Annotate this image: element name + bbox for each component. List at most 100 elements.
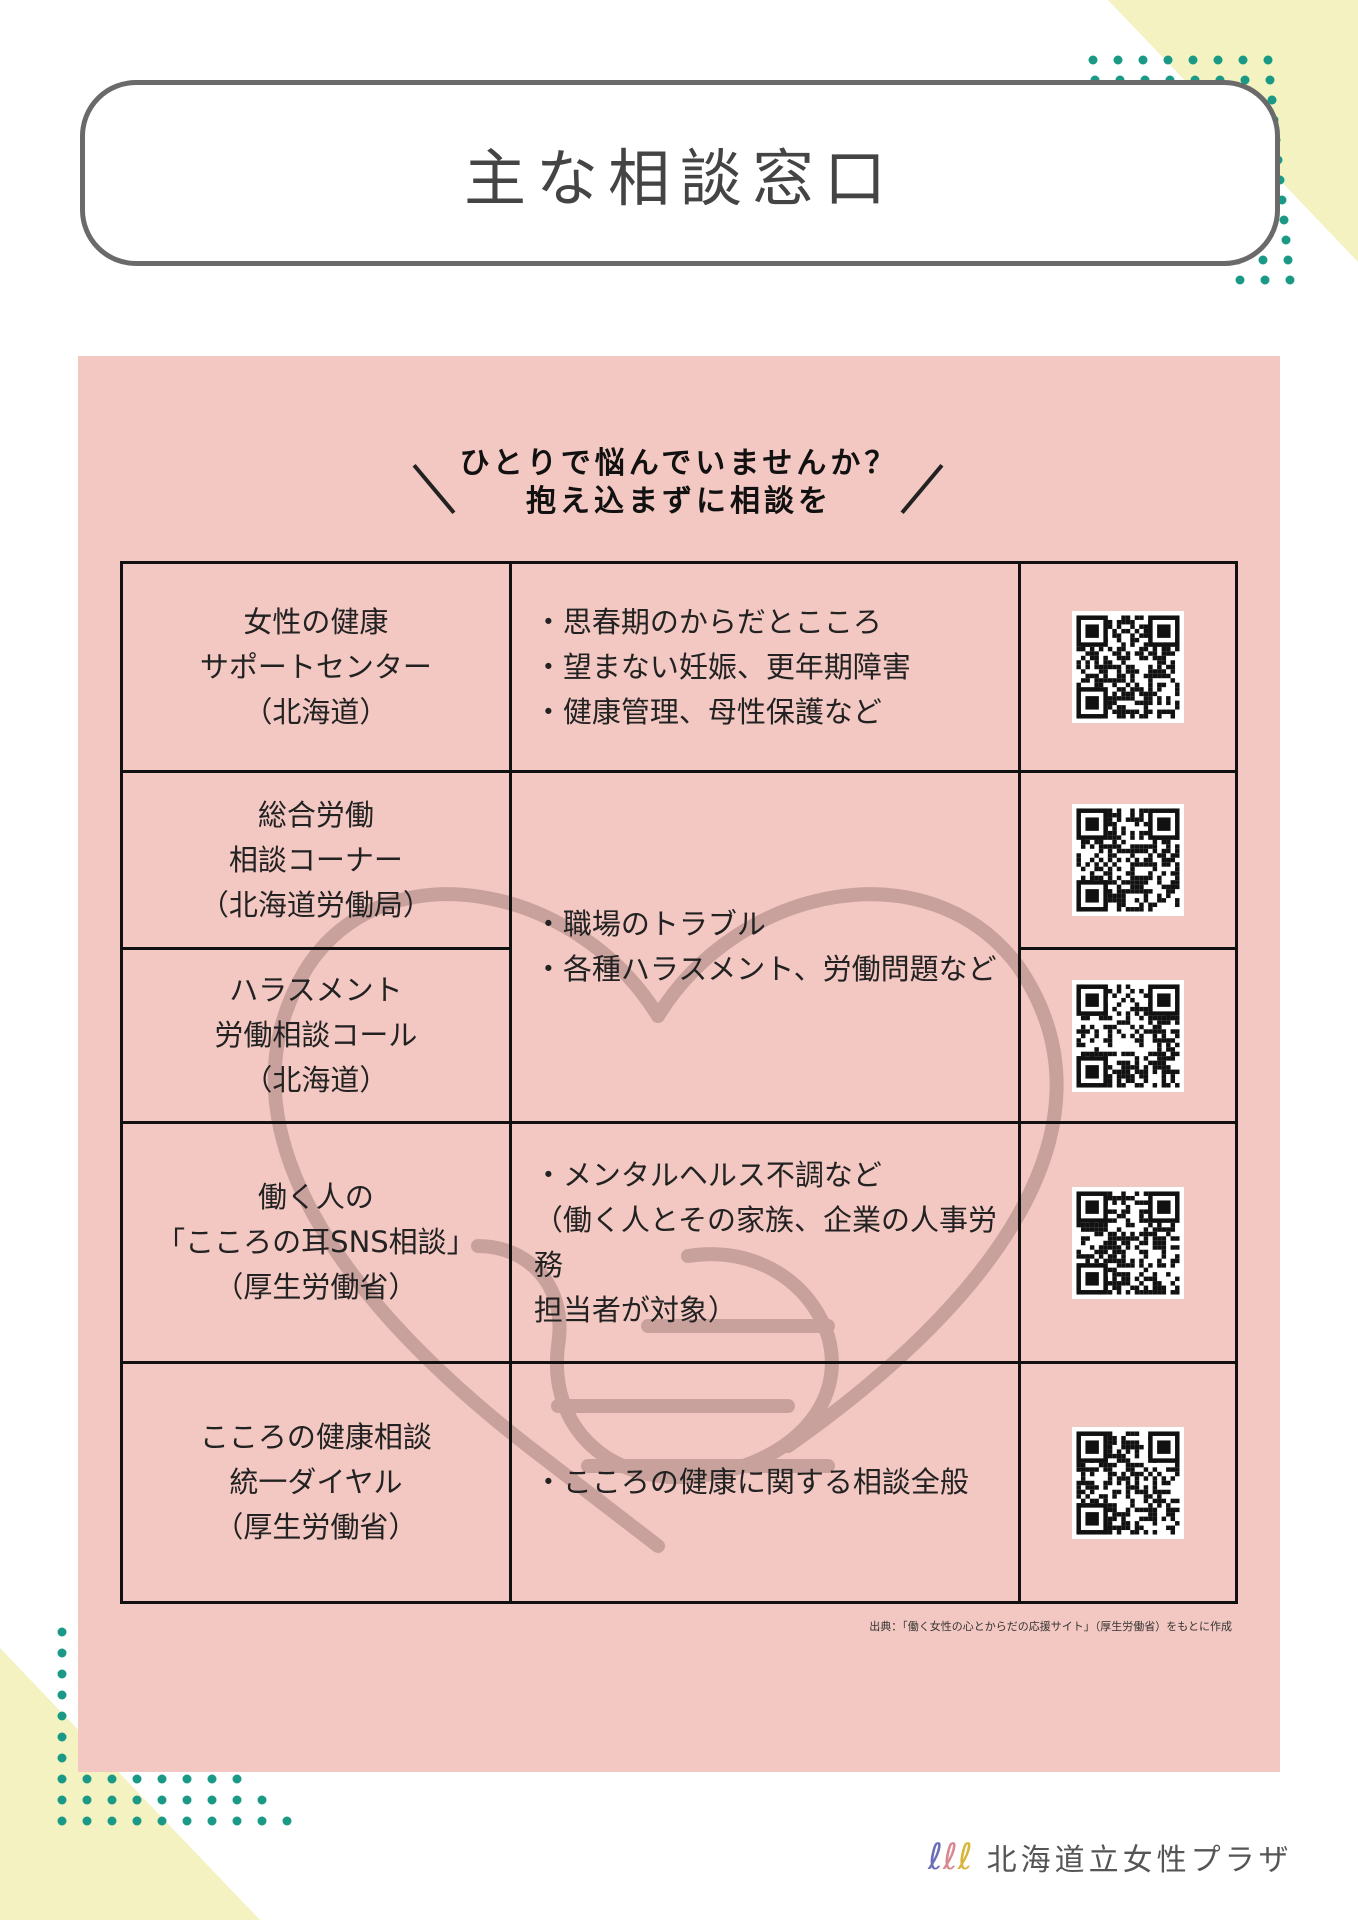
decor-dot (57, 1648, 67, 1658)
logo: ℓℓℓ 北海道立女性プラザ (928, 1835, 1293, 1879)
decor-dot (57, 1669, 67, 1679)
decor-dot (1113, 55, 1123, 65)
decor-dot (57, 1627, 67, 1637)
heading-line2: 抱え込まずに相談を (526, 484, 832, 519)
qr-code[interactable] (1072, 1186, 1185, 1299)
decor-dot (1279, 215, 1289, 225)
cell-text: 働く人の (257, 1180, 374, 1214)
heading-line1: ひとりで悩んでいませんか？ (459, 446, 899, 481)
decor-dot (57, 1795, 67, 1805)
decor-dot (182, 1795, 192, 1805)
decor-dot (157, 1774, 167, 1784)
decor-dot (1238, 55, 1248, 65)
decor-dot (1188, 55, 1198, 65)
decor-dot (257, 1795, 267, 1805)
cell-text: ・メンタルヘルス不調など (533, 1157, 882, 1192)
decor-dot (232, 1795, 242, 1805)
decor-dot (157, 1795, 167, 1805)
decor-dot (1138, 55, 1148, 65)
table-row: ハラスメント労働相談コール（北海道） (120, 947, 1238, 1124)
decor-dot (232, 1774, 242, 1784)
decor-dot (107, 1795, 117, 1805)
cell-text: 「こころの耳SNS相談」 (156, 1225, 476, 1259)
cell-text: 担当者が対象） (533, 1292, 737, 1327)
desc-item: ・健康管理、母性保護など (533, 694, 882, 729)
table-cell (1018, 770, 1238, 950)
qr-code[interactable] (1072, 804, 1185, 916)
decor-dot (207, 1816, 217, 1826)
decor-dot (1088, 55, 1098, 65)
cell-text: （厚生労働省） (214, 1270, 418, 1304)
decor-dot (82, 1774, 92, 1784)
table-cell: ・職場のトラブル・各種ハラスメント、労働問題など (508, 770, 1022, 1124)
decor-dot (1213, 55, 1223, 65)
decor-dot (207, 1774, 217, 1784)
decor-dot (1265, 75, 1275, 85)
decor-dot (107, 1774, 117, 1784)
decor-dot (182, 1774, 192, 1784)
logo-text: 北海道立女性プラザ (986, 1843, 1293, 1878)
table-row: 働く人の「こころの耳SNS相談」 （厚生労働省） ・メンタルヘルス不調など （働く人… (120, 1121, 1238, 1364)
table-cell: 女性の健康サポートセンター （北海道） (120, 561, 512, 773)
decor-dot (1281, 235, 1291, 245)
cell-text: ・こころの健康に関する相談全般 (533, 1465, 969, 1499)
cell-text: こころの健康相談 (199, 1420, 432, 1454)
decor-dot (1283, 255, 1293, 265)
org-name: サポートセンター (199, 649, 432, 684)
table-cell: ・メンタルヘルス不調など （働く人とその家族、企業の人事労務担当者が対象） (508, 1121, 1022, 1364)
page-title: 主な相談窓口 (463, 142, 896, 215)
decor-dot (1263, 55, 1273, 65)
table-cell (1018, 1121, 1238, 1364)
decor-dot (1260, 275, 1270, 285)
title-box: 主な相談窓口 (80, 80, 1280, 266)
decor-dot (182, 1816, 192, 1826)
cell-text: （働く人とその家族、企業の人事労務 (533, 1202, 997, 1282)
desc-item: ・職場のトラブル (533, 907, 766, 941)
table-cell: ハラスメント労働相談コール（北海道） (120, 947, 512, 1124)
decor-dot (132, 1816, 142, 1826)
consultation-table: 女性の健康サポートセンター （北海道） ・思春期のからだとこころ・望まない妊娠、更… (120, 561, 1238, 1604)
decor-dot (282, 1816, 292, 1826)
table-cell: ・思春期のからだとこころ・望まない妊娠、更年期障害・健康管理、母性保護など (508, 561, 1022, 773)
table-cell: 働く人の「こころの耳SNS相談」 （厚生労働省） (120, 1121, 512, 1364)
decor-dot (157, 1816, 167, 1826)
decor-dot (57, 1816, 67, 1826)
table-cell (1018, 1361, 1238, 1604)
decor-dot (257, 1816, 267, 1826)
cell-text: （北海道） (243, 1063, 389, 1097)
table-cell: こころの健康相談統一ダイヤル （厚生労働省） (120, 1361, 512, 1604)
table-row: 総合労働相談コーナー （北海道労働局） ・職場のトラブル・各種ハラスメント、労働問… (120, 770, 1238, 1124)
cell-text: （北海道労働局） (199, 887, 432, 922)
decor-dot (57, 1711, 67, 1721)
decor-dot (207, 1795, 217, 1805)
decor-dot (1163, 55, 1173, 65)
table-row: 女性の健康サポートセンター （北海道） ・思春期のからだとこころ・望まない妊娠、更… (120, 561, 1238, 773)
cell-text: 総合労働 (257, 797, 374, 832)
decor-dot (82, 1795, 92, 1805)
decor-dot (57, 1753, 67, 1763)
cell-text: 相談コーナー (228, 842, 403, 877)
table-cell (1018, 561, 1238, 773)
decor-dot (57, 1774, 67, 1784)
cell-text: 労働相談コール (214, 1018, 418, 1052)
decor-dot (232, 1816, 242, 1826)
qr-code[interactable] (1072, 1426, 1185, 1539)
decor-dot (132, 1774, 142, 1784)
org-authority: （北海道） (243, 694, 389, 729)
table-cell: 総合労働相談コーナー （北海道労働局） (120, 770, 512, 950)
qr-code[interactable] (1072, 979, 1185, 1092)
decor-dot (57, 1690, 67, 1700)
desc-item: ・思春期のからだとこころ (533, 604, 882, 639)
decor-dot (57, 1732, 67, 1742)
table-row: こころの健康相談統一ダイヤル （厚生労働省） ・こころの健康に関する相談全般 (120, 1361, 1238, 1604)
decor-dot (1258, 255, 1268, 265)
decor-dot (107, 1816, 117, 1826)
desc-item: ・望まない妊娠、更年期障害 (533, 649, 911, 684)
decor-dot (82, 1816, 92, 1826)
decor-dot (1267, 95, 1277, 105)
qr-code[interactable] (1072, 611, 1185, 723)
org-name: 女性の健康 (243, 604, 389, 639)
cell-text: 統一ダイヤル (229, 1465, 403, 1499)
table-cell (1018, 947, 1238, 1124)
cell-text: （厚生労働省） (214, 1510, 418, 1544)
